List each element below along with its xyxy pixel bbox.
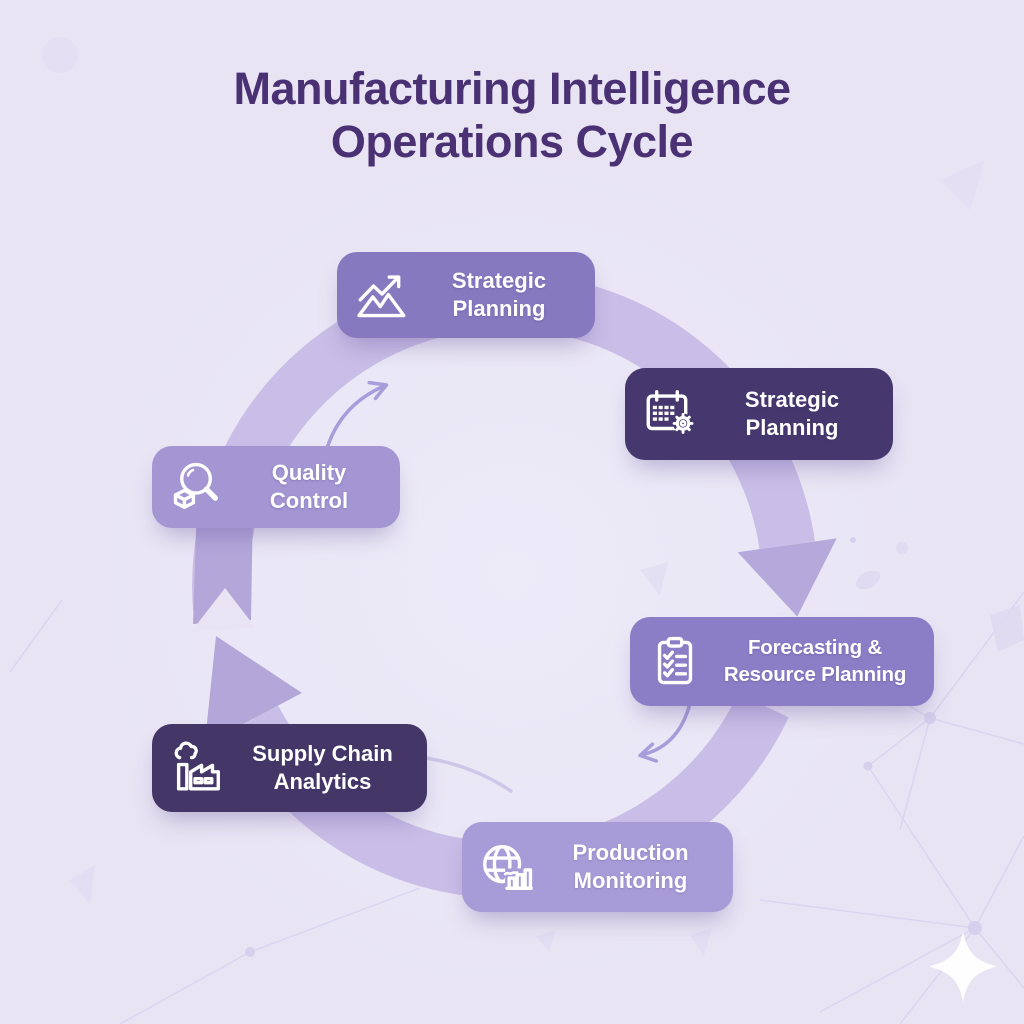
sparkle-icon bbox=[929, 931, 997, 1002]
cycle-node-quality-control: Quality Control bbox=[152, 446, 400, 528]
ribbon-notch bbox=[191, 588, 255, 632]
arrowhead-down-icon bbox=[737, 538, 837, 617]
cycle-node-supply-chain-analytics: Supply Chain Analytics bbox=[152, 724, 427, 812]
page-title: Manufacturing Intelligence Operations Cy… bbox=[0, 62, 1024, 168]
factory-icon bbox=[168, 739, 226, 797]
node-label: Quality Control bbox=[269, 459, 349, 513]
cycle-node-strategic-planning-right: Strategic Planning bbox=[625, 368, 893, 460]
clipboard-checklist-icon bbox=[646, 633, 704, 691]
cycle-node-forecasting-resource-planning: Forecasting & Resource Planning bbox=[630, 617, 934, 706]
thin-arrow-forecast-to-production bbox=[638, 705, 691, 763]
node-label: Supply Chain Analytics bbox=[252, 740, 393, 794]
title-line-2: Operations Cycle bbox=[330, 116, 694, 168]
title-line-1: Manufacturing Intelligence bbox=[233, 63, 791, 114]
node-label: Forecasting & Resource Planning bbox=[723, 636, 907, 686]
ribbon-band bbox=[193, 500, 253, 624]
small-arrowhead-icon bbox=[638, 742, 659, 763]
plexus-pattern bbox=[9, 591, 1024, 1024]
cycle-node-production-monitoring: Production Monitoring bbox=[462, 822, 733, 912]
node-label: Strategic Planning bbox=[451, 267, 547, 321]
small-arrowhead-icon bbox=[367, 380, 389, 401]
calendar-gear-icon bbox=[641, 385, 699, 443]
node-label: Production Monitoring bbox=[572, 839, 689, 893]
cycle-node-strategic-planning-top: Strategic Planning bbox=[337, 252, 595, 338]
trend-chart-icon bbox=[353, 266, 411, 324]
globe-bars-icon bbox=[478, 838, 536, 896]
arrowhead-up-icon bbox=[204, 636, 302, 745]
magnifier-cube-icon bbox=[168, 458, 226, 516]
node-label: Strategic Planning bbox=[744, 386, 840, 440]
plexus-shapes bbox=[42, 37, 1024, 956]
